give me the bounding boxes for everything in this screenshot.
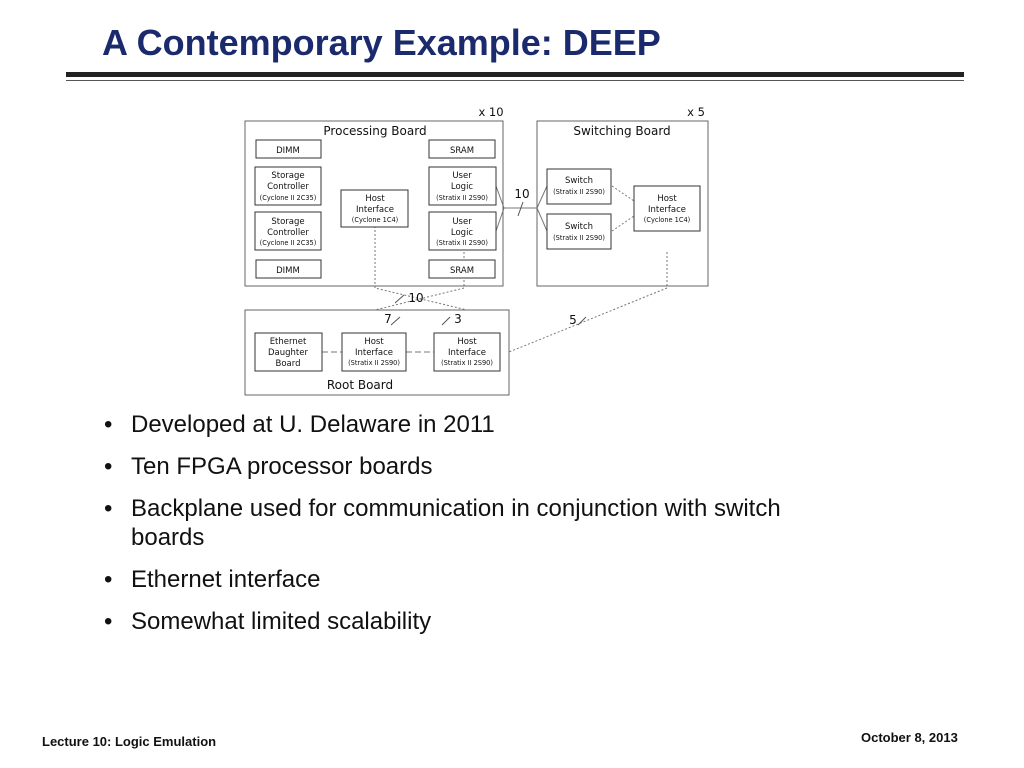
switch-top-chip: (Stratix II 2S90) xyxy=(553,188,605,196)
bullet-item: • Somewhat limited scalability xyxy=(104,607,844,636)
storage-bottom-l2: Controller xyxy=(267,228,309,238)
footer-lecture-title: Lecture 10: Logic Emulation xyxy=(42,734,217,749)
tick-root-right xyxy=(441,316,451,326)
bullet-item: • Developed at U. Delaware in 2011 xyxy=(104,410,844,439)
bullet-item: • Ethernet interface xyxy=(104,565,844,594)
link-switch-top xyxy=(536,185,548,209)
switch-top-l1: Switch xyxy=(565,176,593,186)
tick-root-left xyxy=(390,316,401,326)
bullet-item: • Backplane used for communication in con… xyxy=(104,494,844,552)
bullet-text: Ethernet interface xyxy=(131,566,321,593)
user-top-chip: (Stratix II 2S90) xyxy=(436,194,488,202)
ethernet-l1: Ethernet xyxy=(270,337,307,347)
user-top-l2: Logic xyxy=(451,182,474,192)
processing-board-multiplier: x 10 xyxy=(478,105,503,119)
host-root-right-chip: (Stratix II 2S90) xyxy=(441,359,493,367)
user-bottom-l1: User xyxy=(452,217,472,227)
host-root-left-chip: (Stratix II 2S90) xyxy=(348,359,400,367)
switch-bottom-box xyxy=(546,213,612,250)
bullet-dot: • xyxy=(104,453,113,480)
link-label-proc-switch: 10 xyxy=(514,187,529,201)
user-top-l1: User xyxy=(452,171,472,181)
ethernet-daughter-board-box xyxy=(254,332,323,372)
bullet-dot: • xyxy=(104,608,113,635)
bullet-list: • Developed at U. Delaware in 2011 • Ten F… xyxy=(104,410,844,649)
host-interface-switch-box xyxy=(633,185,701,232)
dimm-top-label: DIMM xyxy=(276,146,300,156)
title-rule-thick xyxy=(66,72,964,77)
tick-proc-root xyxy=(394,294,405,304)
processing-board xyxy=(244,120,504,287)
sram-top-box xyxy=(428,139,496,159)
user-bottom-chip: (Stratix II 2S90) xyxy=(436,239,488,247)
host-root-right-l2: Interface xyxy=(448,348,486,358)
switching-board xyxy=(536,120,709,287)
switch-bottom-l1: Switch xyxy=(565,222,593,232)
sram-bottom-label: SRAM xyxy=(450,266,474,276)
bullet-text: Ten FPGA processor boards xyxy=(131,453,433,480)
user-bottom-l2: Logic xyxy=(451,228,474,238)
link-label-root-left: 7 xyxy=(384,312,392,326)
switching-board-label: Switching Board xyxy=(573,124,670,138)
link-label-proc-root: 10 xyxy=(408,291,423,305)
host-switch-l2: Interface xyxy=(648,205,686,215)
sram-top-label: SRAM xyxy=(450,146,474,156)
user-logic-bottom-box xyxy=(428,211,497,251)
storage-bottom-chip: (Cyclone II 2C35) xyxy=(260,239,317,247)
link-switch-host-top xyxy=(611,185,635,202)
host-root-right-l1: Host xyxy=(457,337,477,347)
footer-date: October 8, 2013 xyxy=(861,730,958,745)
dimm-bottom-label: DIMM xyxy=(276,266,300,276)
host-interface-proc-box xyxy=(340,189,409,228)
processing-board-label: Processing Board xyxy=(323,124,426,138)
storage-controller-bottom-box xyxy=(254,211,322,251)
user-logic-top-box xyxy=(428,166,497,206)
link-label-switch-root: 5 xyxy=(569,313,577,327)
host-proc-chip: (Cyclone 1C4) xyxy=(352,216,398,224)
title-rule-thin xyxy=(66,80,964,81)
root-board xyxy=(244,309,510,396)
link-ticks xyxy=(390,201,587,326)
bullet-dot: • xyxy=(104,411,113,438)
host-root-left-l1: Host xyxy=(364,337,384,347)
sram-bottom-box xyxy=(428,259,496,279)
link-proc-host-down xyxy=(374,226,468,311)
bullet-item: • Ten FPGA processor boards xyxy=(104,452,844,481)
bullet-text: Backplane used for communication in conj… xyxy=(131,495,781,551)
bullet-text: Somewhat limited scalability xyxy=(131,608,432,635)
deep-architecture-diagram: Processing Board x 10 DIMM SRAM Storage … xyxy=(244,105,709,396)
host-interface-root-left-box xyxy=(341,332,407,372)
host-proc-l2: Interface xyxy=(356,205,394,215)
host-switch-l1: Host xyxy=(657,194,677,204)
storage-top-l2: Controller xyxy=(267,182,309,192)
connection-lines xyxy=(322,185,668,353)
storage-top-chip: (Cyclone II 2C35) xyxy=(260,194,317,202)
storage-controller-top-box xyxy=(254,166,322,206)
storage-bottom-l1: Storage xyxy=(271,217,304,227)
link-switch-host-bottom xyxy=(611,215,635,232)
host-switch-chip: (Cyclone 1C4) xyxy=(644,216,690,224)
link-switch-host-down xyxy=(508,252,668,353)
host-proc-l1: Host xyxy=(365,194,385,204)
ethernet-l2: Daughter xyxy=(268,348,308,358)
switching-board-multiplier: x 5 xyxy=(687,105,705,119)
switch-top-box xyxy=(546,168,612,205)
bullet-dot: • xyxy=(104,495,113,522)
host-interface-root-right-box xyxy=(433,332,501,372)
bullet-text: Developed at U. Delaware in 2011 xyxy=(131,411,495,438)
host-root-left-l2: Interface xyxy=(355,348,393,358)
tick-proc-switch xyxy=(517,201,524,217)
storage-top-l1: Storage xyxy=(271,171,304,181)
link-label-root-right: 3 xyxy=(454,312,462,326)
dimm-bottom-box xyxy=(255,259,322,279)
ethernet-l3: Board xyxy=(276,359,301,369)
dimm-top-box xyxy=(255,139,322,159)
bullet-dot: • xyxy=(104,566,113,593)
link-switch-bottom xyxy=(536,207,548,232)
tick-switch-root xyxy=(577,316,587,326)
switch-bottom-chip: (Stratix II 2S90) xyxy=(553,234,605,242)
root-board-label: Root Board xyxy=(327,378,393,392)
slide-title: A Contemporary Example: DEEP xyxy=(102,22,661,63)
